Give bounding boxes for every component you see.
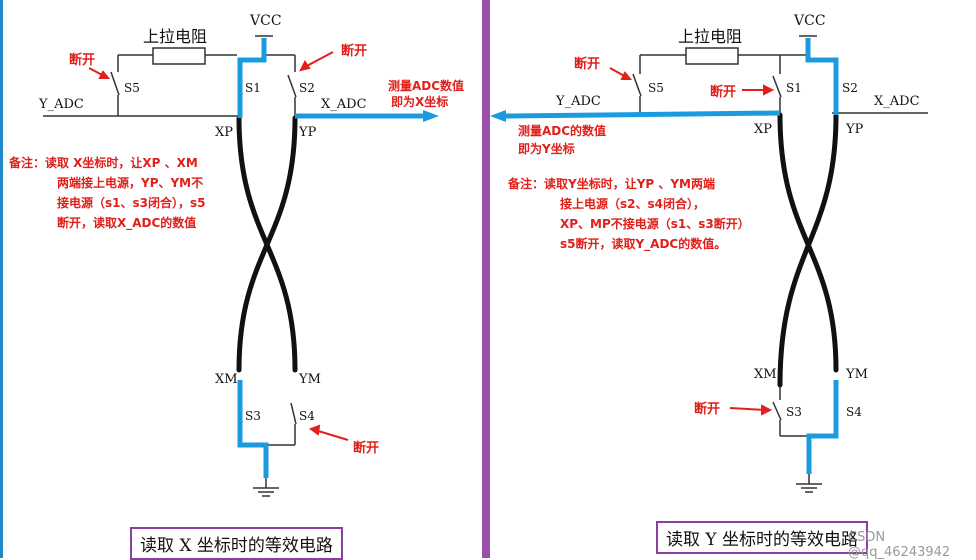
left-circuit-diagram: VCC 上拉电阻 S5 S1 S2 Y_ADC X_ADC XP YP XM Y… — [8, 13, 464, 497]
right-y-adc-label: Y_ADC — [555, 94, 601, 109]
left-note-line-2: 两端接上电源，YP、YM不 — [57, 175, 203, 190]
right-s5-label: S5 — [648, 81, 664, 95]
right-switch-s5 — [632, 73, 642, 97]
left-s2-label: S2 — [299, 81, 315, 95]
right-open-s5-label: 断开 — [574, 56, 600, 72]
left-switch-s4 — [290, 402, 297, 425]
right-ym-label: YM — [845, 367, 868, 382]
right-note-line-4: s5断开，读取Y_ADC的数值。 — [560, 236, 726, 252]
right-circuit-diagram: VCC 上拉电阻 S5 S1 S2 Y_ADC X_ADC XP YP XM Y… — [490, 13, 928, 493]
left-highlight-xm-ground — [237, 380, 269, 478]
left-vcc-label: VCC — [249, 13, 282, 29]
right-caption: 读取 Y 坐标时的等效电路 — [656, 521, 869, 554]
right-switch-s1 — [772, 75, 782, 98]
left-arrowhead-s4 — [308, 424, 321, 436]
left-arrow-s4 — [314, 429, 349, 441]
right-measure-line1: 测量ADC的数值 — [518, 123, 606, 138]
left-pullup-resistor — [152, 47, 206, 65]
right-panel-y-reading: VCC 上拉电阻 S5 S1 S2 Y_ADC X_ADC XP YP XM Y… — [490, 0, 976, 560]
right-open-s3-label: 断开 — [694, 401, 720, 417]
left-measure-line1: 测量ADC数值 — [388, 78, 464, 93]
left-s3-label: S3 — [245, 409, 261, 423]
right-note-line-2: 接上电源（s2、s4闭合）， — [560, 196, 705, 211]
right-arrow-y-adc — [490, 110, 506, 122]
right-arrow-s3 — [729, 407, 767, 411]
left-note-line-4: 断开，读取X_ADC的数值 — [57, 215, 196, 231]
right-arrowhead-s3 — [761, 404, 773, 416]
right-pullup-resistor — [685, 47, 739, 65]
right-xp-label: XP — [754, 122, 772, 137]
right-highlight-vcc-yp — [805, 38, 839, 115]
left-arrowhead-s5 — [98, 70, 111, 79]
watermark: CSDN @qq_46243942 — [848, 530, 951, 560]
left-arrow-x-adc — [423, 110, 439, 122]
right-x-adc-label: X_ADC — [874, 94, 920, 109]
right-open-s1-label: 断开 — [710, 84, 736, 100]
left-plate-yp-xm — [236, 115, 298, 373]
right-pullup-label: 上拉电阻 — [678, 27, 742, 46]
left-switch-s2 — [287, 74, 297, 98]
right-note-line-1: 备注：读取Y坐标时，让YP 、YM两端 — [507, 176, 715, 191]
left-panel-x-reading: VCC 上拉电阻 S5 S1 S2 Y_ADC X_ADC XP YP XM Y… — [0, 0, 483, 560]
left-open-s5-label: 断开 — [69, 52, 95, 68]
left-ym-label: YM — [298, 372, 321, 387]
right-s4-label: S4 — [846, 405, 862, 419]
right-yp-label: YP — [845, 122, 864, 137]
right-vcc-label: VCC — [793, 13, 826, 29]
left-y-adc-label: Y_ADC — [38, 97, 84, 112]
right-measure-line2: 即为Y坐标 — [518, 141, 575, 156]
panel-divider — [482, 0, 490, 558]
left-s4-label: S4 — [299, 409, 315, 423]
right-note-line-3: XP、MP不接电源（s1、s3断开） — [560, 216, 750, 231]
right-xm-label: XM — [754, 367, 777, 382]
left-caption: 读取 X 坐标时的等效电路 — [130, 527, 343, 560]
left-note-line-3: 接电源（s1、s3闭合），s5 — [57, 195, 205, 210]
left-s5-label: S5 — [124, 81, 140, 95]
left-yp-label: YP — [298, 125, 317, 140]
left-arrowhead-s2 — [299, 60, 311, 72]
left-open-s4-label: 断开 — [353, 440, 379, 456]
right-arrowhead-s1 — [763, 84, 775, 96]
right-arrowhead-s5 — [620, 71, 633, 80]
left-open-s2-label: 断开 — [341, 43, 367, 59]
left-s1-label: S1 — [245, 81, 261, 95]
right-highlight-y-adc — [505, 110, 781, 119]
left-switch-s5 — [110, 71, 120, 96]
left-xp-label: XP — [215, 125, 233, 140]
right-s1-label: S1 — [786, 81, 802, 95]
left-highlight-vcc-xp — [237, 38, 267, 118]
left-xm-label: XM — [215, 372, 238, 387]
right-switch-s3 — [772, 401, 782, 421]
left-note-line-1: 备注：读取 X坐标时，让XP 、XM — [8, 155, 198, 170]
left-x-adc-label: X_ADC — [321, 97, 367, 112]
right-s2-label: S2 — [842, 81, 858, 95]
left-pullup-label: 上拉电阻 — [143, 27, 207, 46]
right-plate-yp-xm — [777, 112, 839, 388]
right-s3-label: S3 — [786, 405, 802, 419]
left-measure-line2: 即为X坐标 — [391, 94, 448, 109]
right-highlight-ym-ground — [806, 380, 839, 474]
